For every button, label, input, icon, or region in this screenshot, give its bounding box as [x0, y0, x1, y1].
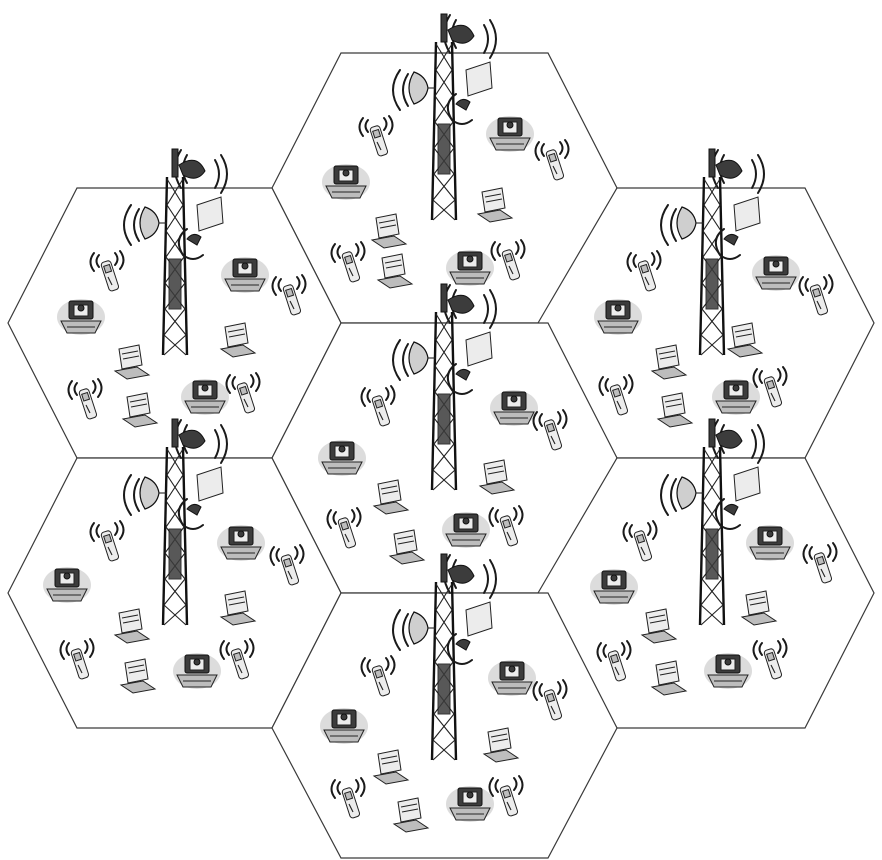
cell-upper-left-hexagon	[8, 188, 341, 458]
desk-phone-icon	[594, 299, 642, 335]
desk-phone-icon	[486, 116, 534, 152]
desk-phone-icon	[704, 653, 752, 689]
desk-phone-icon	[488, 660, 536, 696]
desk-phone-icon	[181, 379, 229, 415]
desk-phone-icon	[221, 257, 269, 293]
desk-phone-icon	[173, 653, 221, 689]
desk-phone-icon	[490, 390, 538, 426]
desk-phone-icon	[590, 569, 638, 605]
desk-phone-icon	[446, 786, 494, 822]
desk-phone-icon	[446, 250, 494, 286]
desk-phone-icon	[752, 255, 800, 291]
desk-phone-icon	[318, 440, 366, 476]
desk-phone-icon	[322, 164, 370, 200]
desk-phone-icon	[57, 299, 105, 335]
desk-phone-icon	[320, 708, 368, 744]
desk-phone-icon	[43, 567, 91, 603]
desk-phone-icon	[217, 525, 265, 561]
desk-phone-icon	[746, 525, 794, 561]
desk-phone-icon	[442, 512, 490, 548]
desk-phone-icon	[712, 379, 760, 415]
